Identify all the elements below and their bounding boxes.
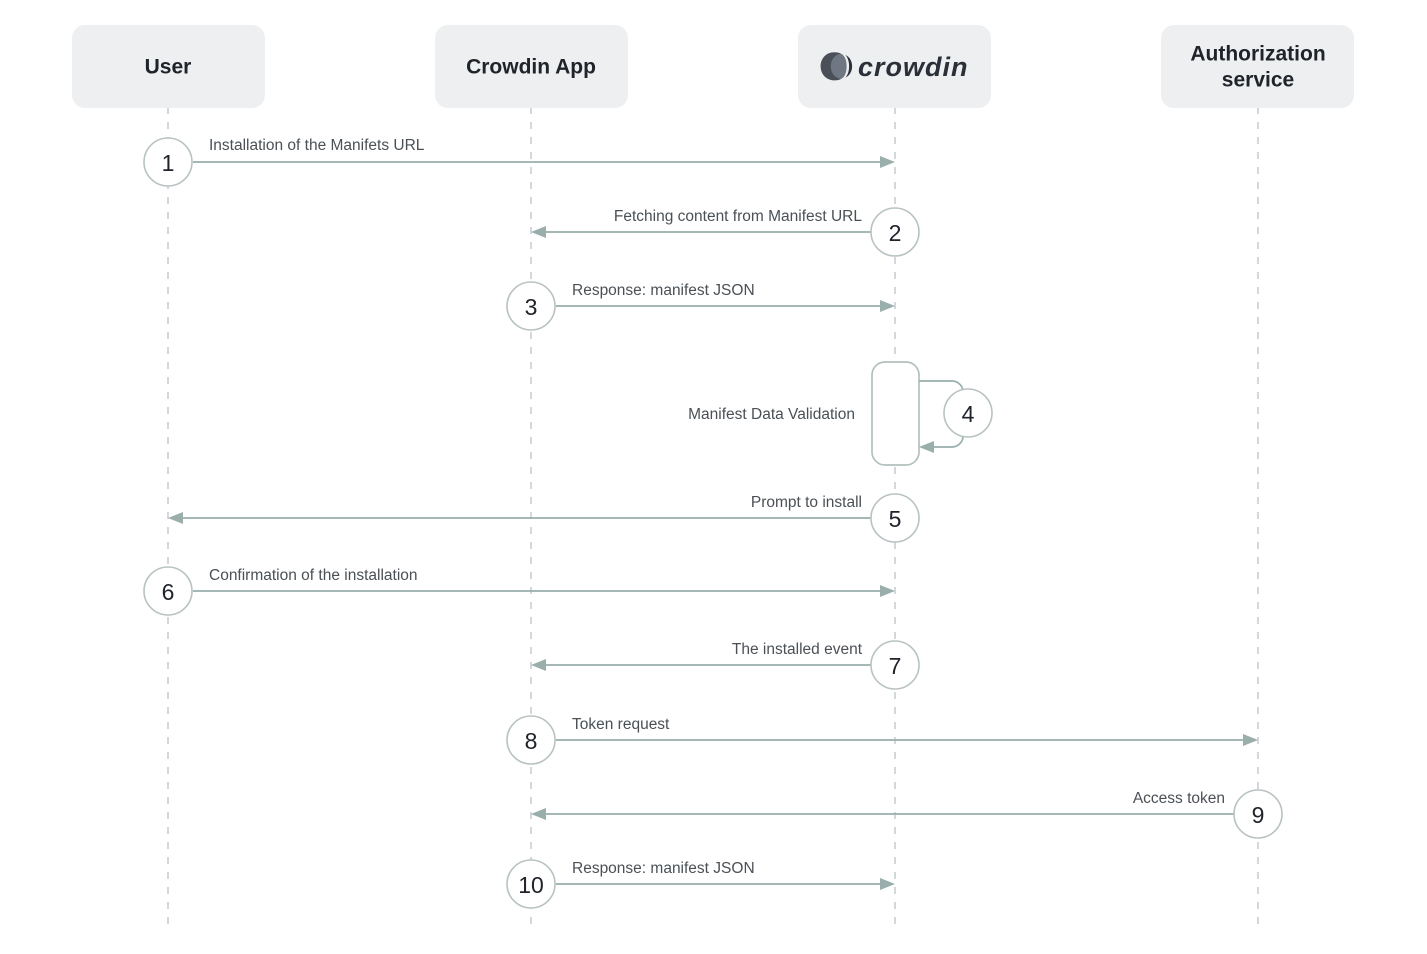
crowdin-swirl-icon (820, 52, 853, 81)
message-7-label: The installed event (732, 641, 863, 658)
message-3[interactable]: Response: manifest JSON 3 (506, 281, 895, 331)
step-number-4: 4 (962, 401, 975, 427)
step-number-7: 7 (889, 653, 902, 679)
message-5-arrowhead (168, 512, 183, 524)
actor-box-user[interactable] (72, 25, 265, 108)
step-marker-8[interactable] (506, 715, 556, 765)
message-3-label: Response: manifest JSON (572, 282, 755, 299)
actor-label-user: User (145, 56, 192, 79)
message-2[interactable]: Fetching content from Manifest URL 2 (531, 207, 920, 257)
actor-label-authorization-service-line1: Authorization (1190, 43, 1325, 66)
step-number-2: 2 (889, 220, 902, 246)
message-1-arrowhead (880, 156, 895, 168)
message-9-label: Access token (1133, 790, 1225, 807)
message-6-label: Confirmation of the installation (209, 567, 418, 584)
step-number-3: 3 (525, 294, 538, 320)
message-2-label: Fetching content from Manifest URL (614, 208, 862, 225)
step-number-8: 8 (525, 728, 538, 754)
activation-box-crowdin (871, 361, 920, 466)
actor-box-authorization-service[interactable] (1161, 25, 1354, 108)
actor-label-crowdin-app: Crowdin App (466, 56, 596, 79)
step-number-6: 6 (162, 579, 175, 605)
actor-header-user[interactable]: User (72, 25, 265, 108)
message-10-arrowhead (880, 878, 895, 890)
step-marker-2[interactable] (870, 207, 920, 257)
message-7-arrowhead (531, 659, 546, 671)
actor-box-crowdin[interactable] (798, 25, 991, 108)
message-5-label: Prompt to install (751, 494, 862, 511)
step-number-5: 5 (889, 506, 902, 532)
actor-header-authorization-service[interactable]: Authorization service (1161, 25, 1354, 108)
message-6-arrowhead (880, 585, 895, 597)
message-1[interactable]: Installation of the Manifets URL 1 (143, 137, 895, 187)
step-marker-10[interactable] (506, 859, 556, 909)
actor-header-crowdin[interactable]: crowdin (798, 25, 991, 108)
step-marker-3[interactable] (506, 281, 556, 331)
message-6[interactable]: Confirmation of the installation 6 (143, 566, 895, 616)
actor-label-authorization-service-line2: service (1222, 69, 1294, 92)
message-4-arrowhead (919, 441, 934, 453)
message-4[interactable]: Manifest Data Validation 4 (688, 361, 993, 466)
message-10-label: Response: manifest JSON (572, 860, 755, 877)
message-3-arrowhead (880, 300, 895, 312)
step-number-1: 1 (162, 150, 175, 176)
step-marker-1[interactable] (143, 137, 193, 187)
actor-header-crowdin-app[interactable]: Crowdin App (435, 25, 628, 108)
message-1-label: Installation of the Manifets URL (209, 137, 425, 154)
message-8-label: Token request (572, 716, 670, 733)
step-number-10: 10 (518, 872, 544, 898)
message-7[interactable]: The installed event 7 (531, 640, 920, 690)
lifelines-group (167, 107, 1259, 932)
step-marker-5[interactable] (870, 493, 920, 543)
step-number-9: 9 (1252, 802, 1265, 828)
message-2-arrowhead (531, 226, 546, 238)
message-8[interactable]: Token request 8 (506, 715, 1258, 765)
message-8-arrowhead (1243, 734, 1258, 746)
message-9-arrowhead (531, 808, 546, 820)
step-marker-6[interactable] (143, 566, 193, 616)
message-10[interactable]: Response: manifest JSON 10 (506, 859, 895, 909)
message-5[interactable]: Prompt to install 5 (168, 493, 920, 543)
message-9[interactable]: Access token 9 (531, 789, 1283, 839)
step-marker-7[interactable] (870, 640, 920, 690)
step-marker-9[interactable] (1233, 789, 1283, 839)
message-4-label: Manifest Data Validation (688, 406, 855, 423)
crowdin-logo-wordmark: crowdin (858, 52, 969, 82)
actor-box-crowdin-app[interactable] (435, 25, 628, 108)
step-marker-4[interactable] (943, 388, 993, 438)
